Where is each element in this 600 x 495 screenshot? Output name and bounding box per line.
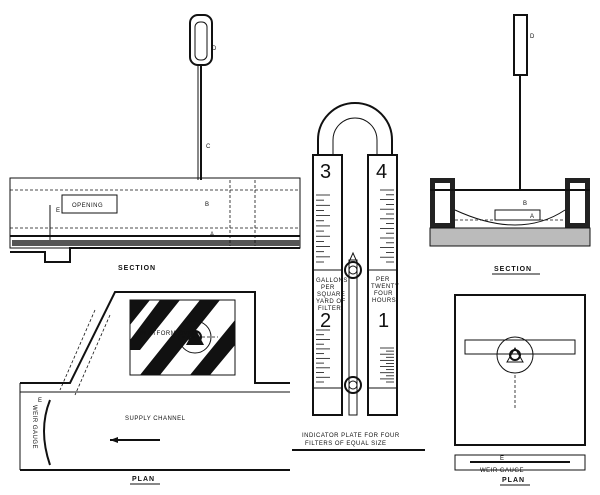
- svg-text:SQUARE: SQUARE: [317, 292, 345, 298]
- filter-number-1: 1: [378, 310, 389, 332]
- svg-text:PER: PER: [321, 285, 335, 291]
- left-plan-view: PLATFORM OVER SUPPLY CHANNEL WEIR GAUGE …: [19, 291, 290, 485]
- slider-rod: [348, 259, 358, 416]
- left-section-view: OPENING D C B A E SECTION: [9, 14, 301, 272]
- letter-a-right: A: [530, 214, 535, 220]
- supply-channel-label: SUPPLY CHANNEL: [125, 416, 186, 422]
- filter-number-3: 3: [320, 161, 331, 183]
- letter-e: E: [56, 208, 61, 214]
- upper-nut: [344, 261, 362, 279]
- filter-number-4: 4: [376, 161, 387, 183]
- svg-text:GALLONS: GALLONS: [316, 278, 348, 284]
- gallons-label: GALLONS PER SQUARE YARD OF FILTER: [316, 278, 348, 312]
- opening-box: [61, 194, 118, 214]
- right-plate: [367, 154, 398, 416]
- letter-b-right: B: [523, 201, 528, 207]
- lower-nut: [344, 376, 362, 394]
- svg-text:PER: PER: [376, 277, 390, 283]
- letter-d: D: [212, 46, 217, 52]
- svg-text:YARD OF: YARD OF: [316, 299, 346, 305]
- caption-line-1: INDICATOR PLATE FOR FOUR: [302, 433, 400, 439]
- svg-text:HOURS: HOURS: [372, 298, 396, 304]
- weir-gauge-label-right: WEIR GAUGE: [480, 468, 524, 474]
- indicator-plate: 3 4 2 1 GALLONS PER SQUARE YARD OF FILTE…: [292, 102, 425, 451]
- right-plan-caption: PLAN: [502, 477, 525, 484]
- letter-d-right: D: [530, 34, 535, 40]
- letter-a: A: [210, 232, 215, 238]
- letter-e-right: E: [500, 456, 505, 462]
- letter-b: B: [205, 202, 210, 208]
- svg-text:FILTER: FILTER: [318, 306, 341, 312]
- svg-text:TWENTY: TWENTY: [371, 284, 399, 290]
- left-plan-caption: PLAN: [132, 476, 155, 483]
- opening-label: OPENING: [72, 203, 103, 209]
- right-section-caption: SECTION: [494, 266, 532, 273]
- per-day-label: PER TWENTY FOUR HOURS: [371, 277, 399, 304]
- left-section-caption: SECTION: [118, 265, 156, 272]
- right-section-view: D B A SECTION: [429, 14, 591, 275]
- right-plan-view: WEIR GAUGE E PLAN: [454, 294, 586, 486]
- svg-text:FOUR: FOUR: [374, 291, 393, 297]
- gauge-head-right: [513, 14, 528, 76]
- left-plate: [312, 154, 343, 416]
- weir-gauge-label: WEIR GAUGE: [31, 405, 37, 449]
- caption-line-2: FILTERS OF EQUAL SIZE: [305, 441, 387, 447]
- filter-number-2: 2: [320, 310, 331, 332]
- filter-body: [9, 177, 301, 249]
- letter-e-plan: E: [38, 398, 43, 404]
- letter-c: C: [206, 144, 211, 150]
- platform-label: PLATFORM OVER: [140, 331, 198, 337]
